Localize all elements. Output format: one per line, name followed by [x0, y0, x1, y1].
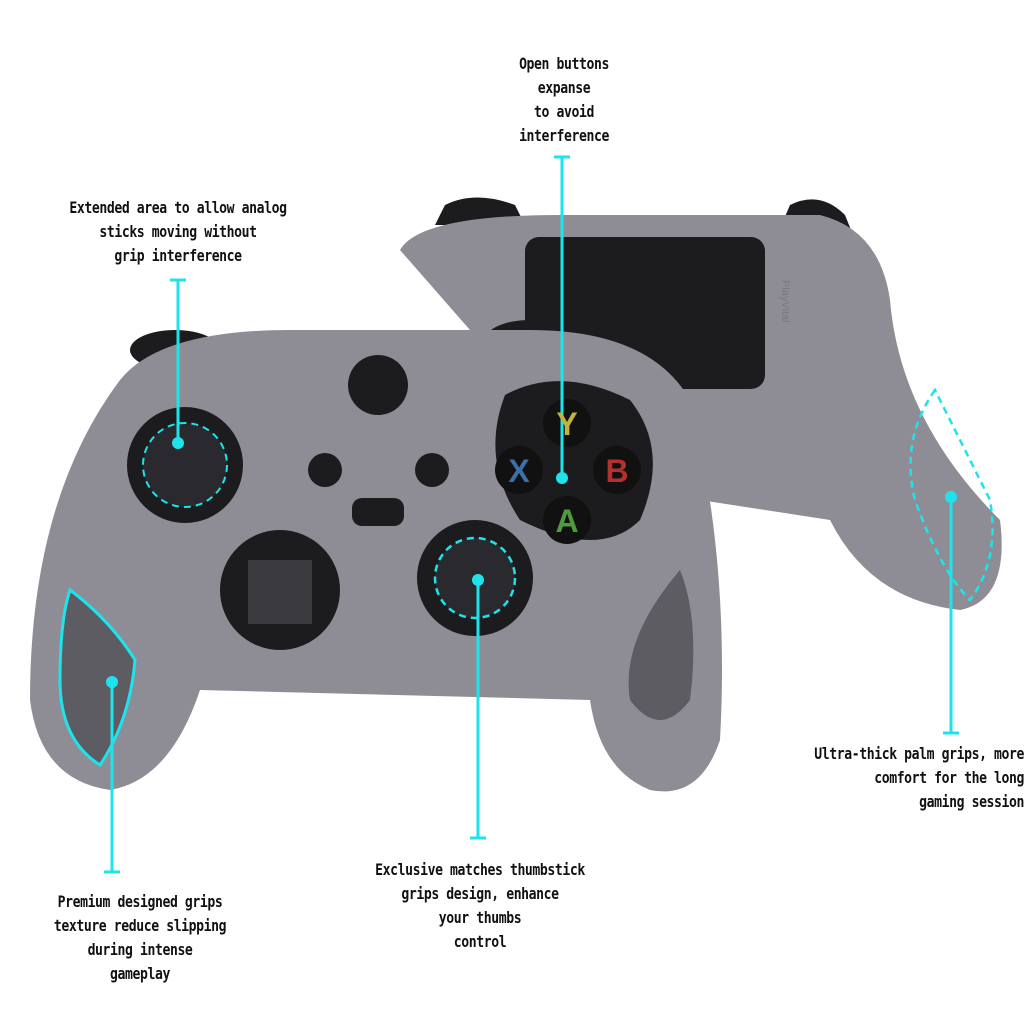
button-a: A: [555, 503, 578, 539]
button-b: B: [605, 453, 628, 489]
callout-lines: [104, 155, 959, 874]
button-y: Y: [556, 406, 577, 442]
button-x: X: [508, 453, 530, 489]
front-controller: [30, 320, 722, 792]
brand-logo: PlayVital: [779, 280, 791, 323]
